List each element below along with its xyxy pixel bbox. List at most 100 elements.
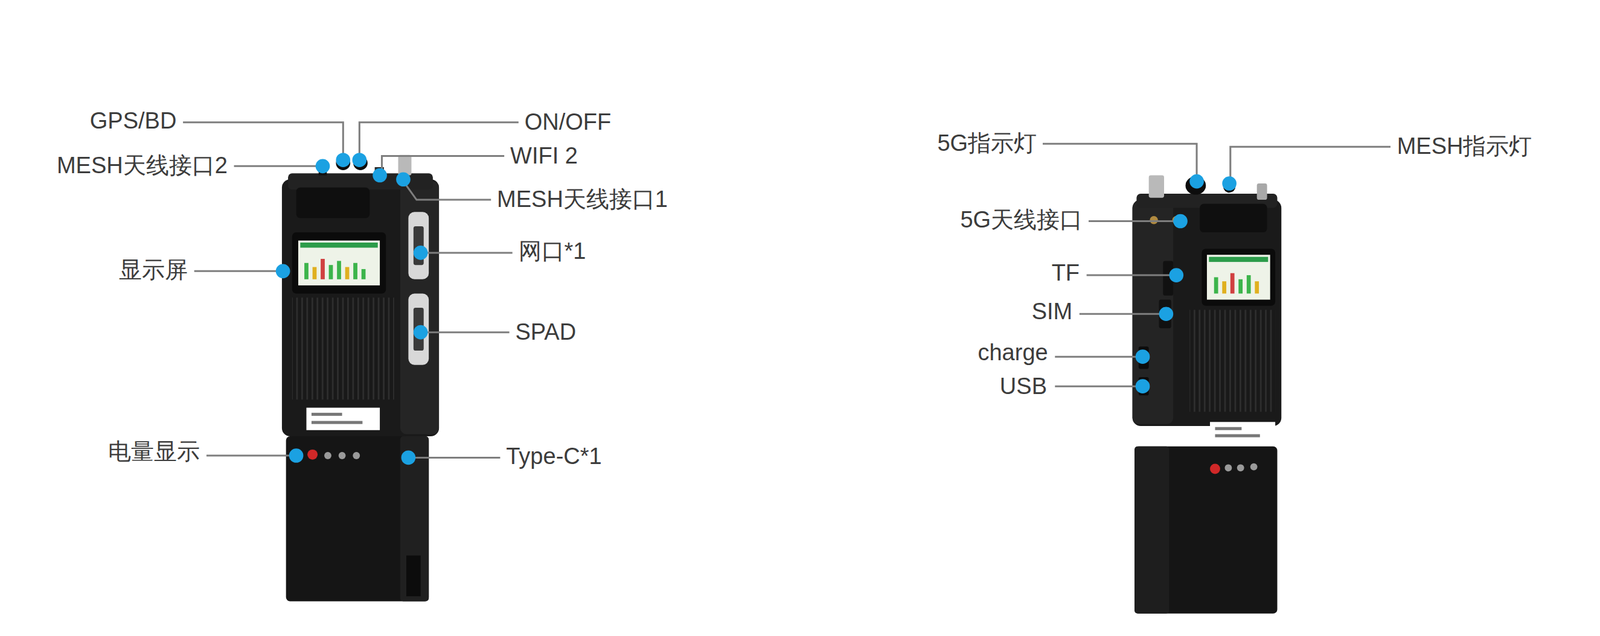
right-device xyxy=(1132,175,1282,615)
screen-graph xyxy=(1254,281,1259,294)
screen-graph xyxy=(1222,281,1227,294)
sticker-print xyxy=(311,421,363,425)
callout-dot xyxy=(401,451,416,466)
screen-frame xyxy=(292,232,386,294)
n-type-connector xyxy=(397,155,412,176)
power-led xyxy=(307,449,318,461)
device-body xyxy=(281,179,439,437)
screen xyxy=(298,240,380,286)
leader-line xyxy=(426,331,510,334)
device-side-face xyxy=(400,181,439,435)
top-cap xyxy=(296,187,371,219)
sticker-print xyxy=(1214,434,1260,438)
callout-label: WIFI 2 xyxy=(510,143,578,170)
screen-graph xyxy=(345,267,350,280)
callout-dot xyxy=(1222,176,1237,191)
leader-line xyxy=(1054,385,1137,388)
callout-dot xyxy=(1135,379,1151,394)
screen-bar xyxy=(1208,257,1268,263)
leader-line xyxy=(359,122,519,154)
battery-side xyxy=(400,436,429,602)
antenna-port xyxy=(1149,216,1159,225)
callout-label: charge xyxy=(977,339,1048,367)
callout-dot xyxy=(1173,214,1188,229)
sticker-print xyxy=(1214,427,1242,431)
leader-line xyxy=(206,455,291,458)
screen-graph xyxy=(336,260,342,279)
n-type-connector xyxy=(1148,175,1165,199)
callout-label: USB xyxy=(999,373,1047,401)
callout-label: ON/OFF xyxy=(524,109,612,136)
callout-label: MESH天线接口2 xyxy=(56,153,228,180)
callout-dot xyxy=(1168,268,1184,283)
screen-graph xyxy=(329,265,334,280)
callout-label: 显示屏 xyxy=(118,257,188,284)
level-led xyxy=(324,452,332,460)
sma-connector xyxy=(1257,183,1268,200)
screen-graph xyxy=(304,263,309,280)
leader-line xyxy=(426,251,513,254)
top-plate xyxy=(288,173,433,190)
callout-dot xyxy=(352,152,367,168)
screen-frame xyxy=(1202,248,1276,307)
leader-line xyxy=(182,122,343,154)
leader-line xyxy=(1230,146,1391,178)
screen-graph xyxy=(353,263,358,280)
screen-graph xyxy=(1238,279,1243,295)
left-device xyxy=(281,155,439,602)
leader-line xyxy=(1054,356,1137,359)
callout-dot xyxy=(335,152,351,168)
callout-label: Type-C*1 xyxy=(505,443,602,471)
level-led xyxy=(1225,464,1233,472)
callout-dots xyxy=(275,152,1237,465)
top-cap xyxy=(1199,204,1267,233)
callout-label: 网口*1 xyxy=(518,239,587,266)
leader-line xyxy=(381,155,505,170)
callout-label: MESH天线接口1 xyxy=(496,186,668,214)
screen-bar xyxy=(300,242,378,248)
callout-dot xyxy=(413,325,429,340)
callout-label: SIM xyxy=(1031,298,1073,326)
screen-graph xyxy=(1214,277,1219,294)
screen-graph xyxy=(320,259,325,280)
leader-line xyxy=(234,165,317,168)
callout-label: MESH指示灯 xyxy=(1397,134,1533,161)
device-body xyxy=(1132,199,1282,427)
screen-graph xyxy=(312,267,317,280)
battery-side xyxy=(1134,446,1169,615)
device-sticker xyxy=(306,408,380,431)
battery xyxy=(286,436,429,602)
leader-lines xyxy=(182,122,1391,459)
sticker-print xyxy=(311,412,343,416)
callout-label: 电量显示 xyxy=(108,438,200,466)
callout-label: 5G天线接口 xyxy=(960,207,1083,234)
screen-graph xyxy=(1230,273,1235,295)
callout-dot xyxy=(275,263,291,279)
leader-line xyxy=(406,185,491,200)
battery xyxy=(1134,446,1277,615)
port-panel xyxy=(408,293,429,365)
device-side-face xyxy=(1132,201,1174,424)
callout-dot xyxy=(1189,174,1204,189)
callout-dot xyxy=(413,245,429,261)
device-sticker xyxy=(1209,422,1276,443)
port-panel xyxy=(408,211,429,279)
callout-label: GPS/BD xyxy=(89,108,177,135)
callout-dot xyxy=(1135,349,1151,365)
leader-line xyxy=(1042,143,1197,176)
screen-graph xyxy=(361,269,366,280)
callout-dot xyxy=(1159,306,1174,322)
leader-line xyxy=(194,270,278,273)
screen-graph xyxy=(1246,275,1252,294)
leader-line xyxy=(1088,220,1175,223)
callout-dot xyxy=(372,168,388,183)
callout-label: TF xyxy=(1051,260,1080,287)
heat-sink xyxy=(1189,309,1276,412)
level-led xyxy=(352,452,360,460)
screen xyxy=(1206,254,1271,300)
callout-label: SPAD xyxy=(515,319,576,346)
leader-line xyxy=(1086,274,1171,277)
power-led xyxy=(1209,464,1221,475)
